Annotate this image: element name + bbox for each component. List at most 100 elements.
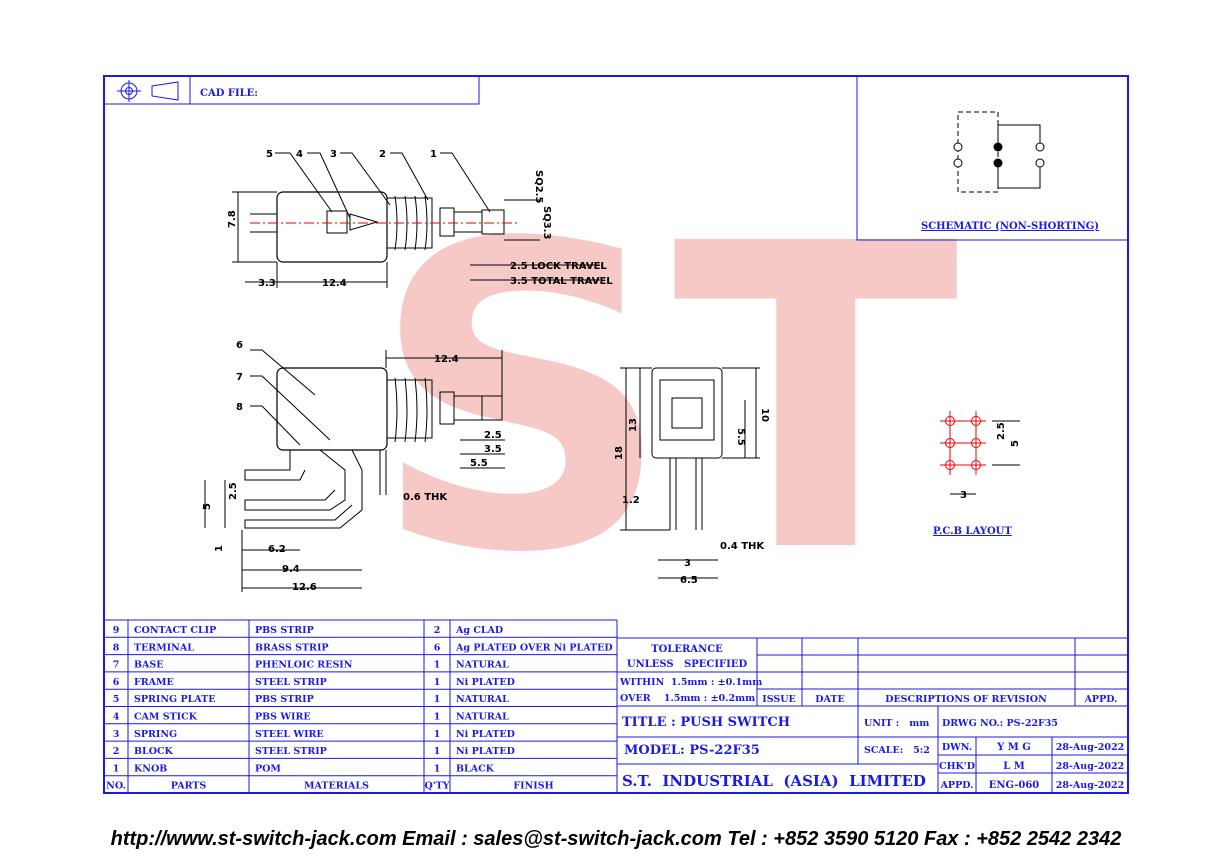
rev-header-date: DATE [815, 694, 844, 705]
model-label: MODEL: PS-22F35 [624, 743, 760, 758]
parts-cell: BLOCK [134, 746, 174, 757]
parts-cell: PBS STRIP [255, 625, 314, 636]
parts-cell: CAM STICK [134, 712, 198, 723]
tolerance-title: TOLERANCE [651, 644, 723, 655]
dimension-label: 12.6 [292, 582, 317, 593]
signoff-date: 28-Aug-2022 [1056, 742, 1124, 753]
parts-cell: 2 [113, 746, 120, 757]
parts-table-header: NO. [106, 781, 126, 792]
parts-cell: 2 [434, 625, 441, 636]
signoff-date: 28-Aug-2022 [1056, 780, 1124, 791]
dimension-label: 4 [296, 149, 303, 160]
dimension-label: 6.2 [268, 544, 286, 555]
signoff-role: CHK'D [939, 761, 975, 772]
parts-cell: TERMINAL [134, 642, 194, 653]
parts-cell: PBS STRIP [255, 694, 314, 705]
parts-cell: SPRING [134, 729, 177, 740]
parts-cell: 8 [113, 642, 120, 653]
parts-cell: 1 [434, 694, 441, 705]
pcb-layout-drawing: 2.5 5 3 P.C.B LAYOUT [933, 411, 1021, 537]
parts-cell: PHENLOIC RESIN [255, 660, 353, 671]
parts-cell: 1 [434, 712, 441, 723]
dimension-label: 2.5 [484, 430, 502, 441]
parts-cell: SPRING PLATE [134, 694, 215, 705]
scale-label: SCALE: 5:2 [864, 745, 930, 756]
dimension-label: 6.5 [680, 575, 698, 586]
schematic-box: SCHEMATIC (NON-SHORTING) [856, 76, 1128, 241]
parts-cell: Ni PLATED [456, 677, 515, 688]
dimension-label: 8 [236, 402, 243, 413]
top-view-drawing: 5 4 3 2 1 7.8 3.3 12.4 SQ2.5 SQ3.3 2.5 L… [227, 149, 613, 289]
tolerance-within: WITHIN 1.5mm : ±0.1mm [619, 677, 762, 688]
parts-cell: 5 [113, 694, 120, 705]
parts-cell: 3 [113, 729, 120, 740]
dimension-label: 13 [628, 418, 639, 432]
projection-symbol-icon [117, 80, 179, 102]
tolerance-over: OVER 1.5mm : ±0.2mm [620, 693, 755, 704]
parts-cell: NATURAL [456, 712, 509, 723]
parts-table-row: 5 SPRING PLATE PBS STRIP 1 NATURAL [113, 694, 509, 705]
parts-cell: 4 [113, 712, 120, 723]
signoff-name: Y M G [996, 742, 1031, 753]
dimension-label: 1.2 [622, 495, 640, 506]
dimension-label: 5.5 [470, 458, 488, 469]
dimension-label: 3.3 [258, 278, 276, 289]
signoff-date: 28-Aug-2022 [1056, 761, 1124, 772]
dimension-label: 12.4 [434, 354, 459, 365]
signoff-role: DWN. [942, 742, 972, 753]
dimension-label: 2.5 [228, 482, 239, 500]
parts-cell: POM [255, 763, 281, 774]
dimension-label: 3 [960, 490, 967, 501]
rev-header-issue: ISSUE [762, 694, 795, 705]
parts-table-header: FINISH [513, 781, 553, 792]
dimension-label: 3 [684, 558, 691, 569]
parts-cell: 7 [113, 660, 120, 671]
dimension-label: 3 [330, 149, 337, 160]
drawing-number: DRWG NO.: PS-22F35 [942, 718, 1058, 729]
parts-cell: NATURAL [456, 694, 509, 705]
unit-label: UNIT : mm [864, 718, 929, 729]
parts-cell: STEEL STRIP [255, 677, 327, 688]
signoff-name: L M [1003, 761, 1025, 772]
contact-footer: http://www.st-switch-jack.com Email : sa… [110, 828, 1122, 850]
cad-file-box: CAD FILE: [103, 75, 480, 105]
parts-cell: STEEL STRIP [255, 746, 327, 757]
parts-table-row: 4 CAM STICK PBS WIRE 1 NATURAL [113, 712, 509, 723]
dimension-label: 2.5 [996, 422, 1007, 440]
dimension-label: 1 [430, 149, 437, 160]
parts-cell: CONTACT CLIP [134, 625, 216, 636]
dimension-label: 5 [266, 149, 273, 160]
parts-cell: BASE [134, 660, 164, 671]
parts-cell: 6 [434, 642, 441, 653]
pcb-layout-label: P.C.B LAYOUT [933, 526, 1012, 537]
tolerance-subtitle: UNLESS SPECIFIED [627, 659, 748, 670]
parts-cell: 1 [434, 746, 441, 757]
signoff-role: APPD. [940, 780, 974, 791]
rev-header-description: DESCRIPTIONS OF REVISION [885, 694, 1047, 705]
drawing-title: TITLE : PUSH SWITCH [622, 715, 790, 730]
dimension-label: 1 [214, 545, 225, 552]
parts-cell: 6 [113, 677, 120, 688]
dimension-label: 0.4 THK [720, 541, 765, 552]
parts-cell: 1 [434, 660, 441, 671]
parts-cell: KNOB [134, 763, 167, 774]
dimension-label: SQ2.5 [533, 170, 544, 203]
dimension-label: 2.5 LOCK TRAVEL [510, 261, 607, 272]
parts-cell: 1 [434, 763, 441, 774]
dimension-label: 7 [236, 372, 243, 383]
dimension-label: 2 [379, 149, 386, 160]
parts-cell: PBS WIRE [255, 712, 311, 723]
parts-cell: Ag CLAD [455, 625, 503, 636]
parts-cell: BRASS STRIP [255, 642, 329, 653]
parts-table-header: Q'TY [424, 781, 449, 792]
dimension-label: 6 [236, 340, 243, 351]
